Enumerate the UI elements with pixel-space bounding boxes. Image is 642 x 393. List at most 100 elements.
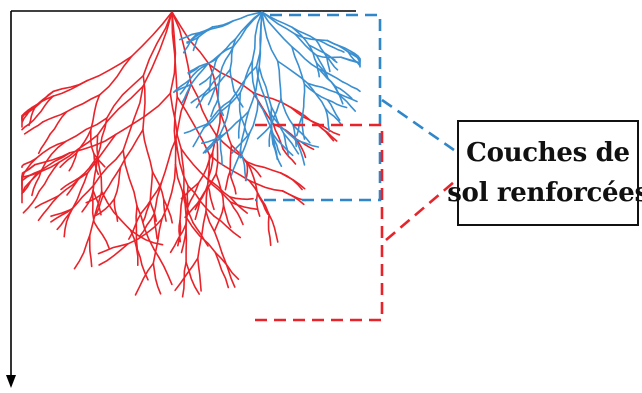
deep-root bbox=[290, 106, 319, 125]
deep-root bbox=[22, 170, 42, 194]
shallow-root bbox=[237, 116, 242, 139]
shallow-root bbox=[349, 50, 361, 68]
deep-root bbox=[122, 85, 144, 152]
deep-root bbox=[21, 170, 42, 187]
shallow-root bbox=[334, 85, 353, 100]
deep-root bbox=[214, 251, 240, 280]
deep-root bbox=[113, 198, 119, 222]
deep-root bbox=[60, 176, 81, 191]
shallow-root bbox=[178, 33, 194, 41]
shallow-root bbox=[314, 38, 334, 48]
shallow-root-system bbox=[173, 11, 361, 182]
deep-root bbox=[88, 234, 93, 268]
deep-root bbox=[49, 111, 68, 136]
deep-root bbox=[171, 11, 211, 66]
shallow-root bbox=[261, 11, 279, 62]
deep-root bbox=[174, 257, 199, 292]
deep-root bbox=[255, 192, 261, 217]
deep-root bbox=[142, 11, 173, 77]
deep-root bbox=[28, 95, 54, 112]
shallow-root bbox=[219, 92, 241, 113]
shallow-root bbox=[272, 143, 283, 167]
shallow-root bbox=[205, 99, 232, 125]
shallow-root bbox=[209, 20, 235, 31]
shallow-root bbox=[271, 134, 282, 156]
shallow-root bbox=[210, 57, 218, 77]
shallow-root bbox=[207, 86, 217, 106]
deep-root bbox=[23, 121, 44, 135]
deep-root bbox=[175, 138, 189, 187]
deep-root bbox=[173, 96, 178, 166]
deep-root bbox=[134, 262, 155, 296]
shallow-root bbox=[315, 62, 328, 77]
deep-root bbox=[36, 95, 54, 117]
shallow-root bbox=[179, 79, 191, 95]
deep-root bbox=[34, 195, 60, 209]
deep-root bbox=[98, 243, 129, 266]
deep-root bbox=[181, 261, 187, 298]
label-line-1: Couches de bbox=[466, 138, 630, 168]
deep-root bbox=[222, 204, 232, 229]
shallow-root bbox=[229, 68, 235, 92]
deep-root bbox=[169, 11, 177, 95]
deep-root bbox=[92, 149, 124, 187]
shallow-root bbox=[230, 149, 242, 177]
deep-root bbox=[221, 252, 236, 288]
shallow-root bbox=[347, 51, 361, 67]
deep-root bbox=[103, 166, 122, 194]
shallow-root bbox=[223, 110, 250, 135]
shallow-root bbox=[202, 111, 221, 129]
deep-root bbox=[153, 212, 158, 240]
deep-root bbox=[41, 111, 68, 123]
shallow-root bbox=[239, 59, 254, 94]
deep-root bbox=[71, 184, 95, 210]
deep-root bbox=[169, 223, 187, 254]
deep-root bbox=[149, 171, 154, 203]
deep-layer-bracket bbox=[255, 123, 455, 322]
deep-root bbox=[179, 189, 185, 222]
deep-root bbox=[178, 219, 182, 243]
deep-root bbox=[122, 149, 138, 207]
deep-root bbox=[180, 223, 187, 254]
shallow-root bbox=[201, 86, 217, 98]
deep-root bbox=[295, 138, 307, 159]
shallow-root bbox=[182, 38, 193, 54]
deep-root bbox=[21, 163, 36, 182]
depth-axis bbox=[6, 10, 356, 388]
deep-root bbox=[73, 234, 91, 270]
shallow-root bbox=[232, 11, 263, 48]
shallow-root bbox=[293, 137, 320, 148]
deep-root bbox=[174, 163, 187, 218]
deep-root bbox=[180, 148, 185, 191]
deep-root bbox=[197, 257, 202, 292]
shallow-root bbox=[210, 98, 219, 118]
shallow-root bbox=[323, 52, 336, 61]
deep-root bbox=[136, 248, 149, 281]
deep-root bbox=[97, 243, 129, 255]
deep-root bbox=[185, 216, 217, 254]
label-line-2: sol renforcées bbox=[447, 178, 642, 208]
shallow-root bbox=[301, 83, 306, 116]
shallow-root bbox=[247, 66, 260, 113]
shallow-root bbox=[204, 133, 226, 154]
shallow-root bbox=[318, 68, 344, 83]
deep-root bbox=[90, 129, 95, 155]
shallow-root bbox=[325, 56, 331, 73]
deep-root bbox=[40, 140, 67, 172]
shallow-root bbox=[258, 11, 263, 68]
shallow-root bbox=[315, 62, 320, 78]
deep-root bbox=[57, 172, 89, 197]
deep-root bbox=[246, 161, 282, 174]
deep-root bbox=[197, 151, 214, 184]
shallow-root bbox=[206, 45, 235, 66]
deep-root bbox=[187, 185, 215, 217]
shallow-root bbox=[188, 63, 208, 81]
shallow-root bbox=[183, 123, 208, 134]
deep-root bbox=[100, 190, 132, 231]
shallow-root bbox=[291, 46, 320, 70]
deep-root bbox=[93, 153, 106, 168]
shallow-root bbox=[261, 11, 294, 29]
shallow-root bbox=[195, 92, 206, 109]
shallow-root bbox=[270, 106, 274, 137]
deep-root bbox=[175, 83, 192, 140]
